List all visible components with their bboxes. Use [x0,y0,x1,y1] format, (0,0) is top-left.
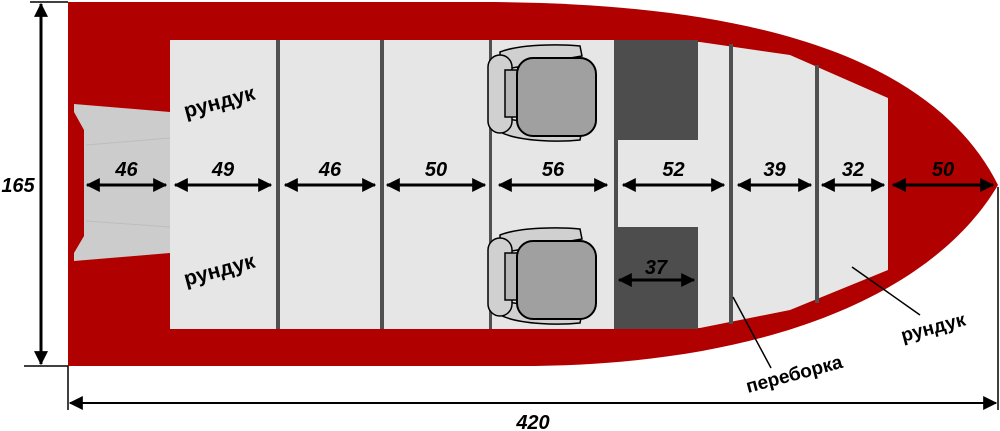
console-block-top [614,40,698,140]
transom-well [74,104,170,261]
section-label: 39 [763,159,786,181]
section-label: 46 [318,159,342,181]
divider [380,40,384,329]
divider [815,65,819,303]
section-label: 46 [114,159,138,181]
bulkhead [729,44,733,324]
console-edge [614,140,618,227]
seat-top [487,44,597,142]
bulkhead-leader [732,296,772,369]
bow-locker-label: рундук [899,309,968,346]
bow-locker-leader [851,266,921,316]
console-width-label: 37 [645,257,668,279]
bulkhead-label: переборка [744,352,845,398]
divider [489,40,492,329]
section-label: 52 [662,159,684,181]
width-label: 165 [1,175,35,197]
transom-line [85,137,171,146]
section-label: 32 [842,159,864,181]
section-label: 56 [542,159,565,181]
length-label: 420 [515,412,549,431]
section-label: 50 [932,159,954,181]
seat-bottom [487,227,597,325]
section-label: 49 [211,159,235,181]
divider [276,40,280,329]
transom-line [85,220,171,228]
section-dimensions: 46 49 46 50 56 52 39 32 50 [85,159,995,192]
section-label: 50 [425,159,447,181]
